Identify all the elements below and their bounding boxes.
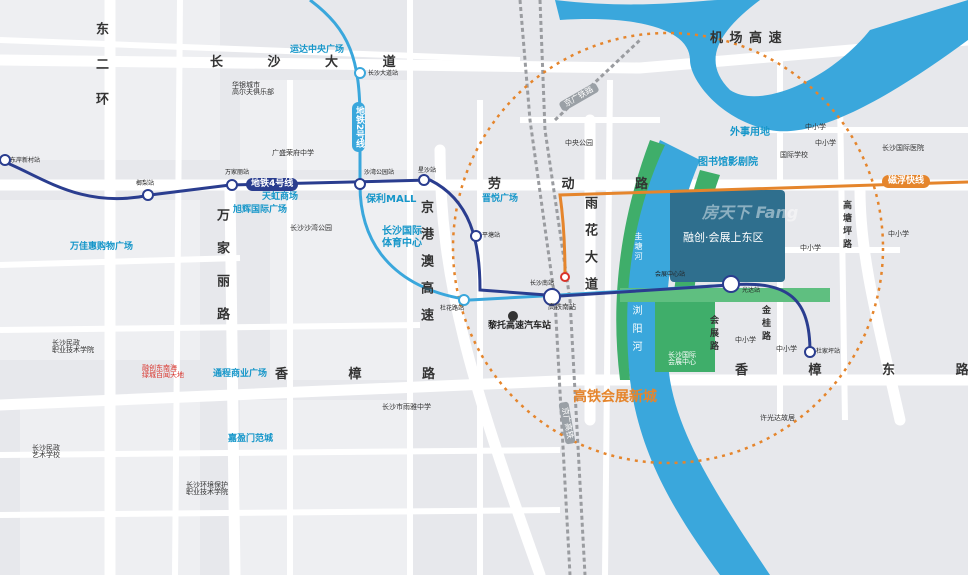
poi-xuhui: 旭辉国际广场 (233, 205, 288, 215)
poi-baoli: 保利MALL (366, 194, 417, 205)
district-rongchuang[interactable]: 融创·会展上东区 (683, 231, 764, 244)
road-label-gaotang: 高塘坪路 (841, 200, 851, 252)
station-marker[interactable] (418, 174, 430, 186)
poi-hualing: 华银城市 高尔夫俱乐部 (232, 81, 274, 96)
station-marker[interactable] (0, 154, 11, 166)
poi-jiaying: 嘉盈门范城 (228, 434, 274, 444)
poi-guoji-school: 国际学校 (780, 151, 808, 159)
station-marker[interactable] (354, 178, 366, 190)
station-label: 长沙南站 (530, 280, 555, 287)
station-marker[interactable] (354, 67, 366, 79)
poi-waishi: 外事用地 (730, 127, 770, 138)
poi-huizhan-center: 长沙国际 会展中心 (668, 351, 696, 366)
station-marker[interactable] (722, 275, 740, 293)
poi-school: 中小学 (815, 139, 836, 147)
poi-guangsheng: 广盛荣府中学 (272, 149, 314, 157)
station-label: 星沙站 (418, 167, 437, 174)
road-label-jinzhu: 金桂路 (760, 305, 770, 344)
poi-tianhong: 天虹商场 (262, 192, 299, 202)
station-marker[interactable] (226, 179, 238, 191)
station-label: 榔梨站 (136, 180, 155, 187)
bus-station-icon (508, 311, 518, 321)
watermark: 房天下 Fang (702, 203, 799, 222)
road-label-laodong: 劳 动 路 (488, 177, 677, 192)
poi-school: 中小学 (776, 345, 797, 353)
poi-gaotie: 高铁南站 (548, 303, 576, 311)
poi-tushuguan: 图书馆影剧院 (698, 157, 758, 168)
road-label-xiangzhang: 香 樟 路 (275, 367, 464, 382)
road-label-jichang: 机 场 高 速 (710, 31, 783, 46)
poi-changsha-guoji: 长沙国际医院 (882, 144, 924, 152)
road-label-xiangzhang-east: 香 樟 东 路 (735, 363, 968, 378)
road-label-jinggang: 京港澳高速 (418, 200, 433, 335)
poi-zhongyang: 中央公园 (565, 139, 593, 147)
station-label: 杜家坪站 (816, 348, 841, 355)
poi-minzheng: 长沙民政 艺术学校 (32, 444, 60, 459)
poi-sports: 长沙国际 体育中心 (382, 226, 422, 249)
station-label: 杜花路站 (440, 305, 465, 312)
river-label: 浏阳河 (630, 305, 641, 359)
poi-huanbao: 长沙环境保护 职业技术学院 (186, 481, 228, 496)
station-label: 光达站 (742, 287, 761, 294)
poi-yunda: 运达中央广场 (290, 45, 345, 55)
station-marker[interactable] (458, 294, 470, 306)
poi-wanjia: 万佳惠购物广场 (70, 242, 134, 252)
river-label-south: 圭塘河 (634, 232, 643, 262)
road-label-erhuan: 东二环 (93, 22, 108, 127)
poi-school: 中小学 (735, 336, 756, 344)
station-label: 沙湾公园站 (364, 169, 395, 176)
poi-nanya: 长沙市雨雅中学 (382, 403, 431, 411)
line2-tag: 地铁2号线 (352, 102, 365, 153)
station-label: 会展中心站 (655, 271, 686, 278)
station-marker[interactable] (142, 189, 154, 201)
newcity-label: 高铁会展新城 (573, 389, 657, 405)
poi-tongcheng: 通程商业广场 (213, 369, 268, 379)
poi-school: 中小学 (800, 244, 821, 252)
station-label: 平塘站 (482, 232, 501, 239)
poi-school: 中小学 (888, 230, 909, 238)
station-label: 万家丽站 (225, 169, 250, 176)
station-marker[interactable] (804, 346, 816, 358)
line4-tag: 地铁4号线 (246, 178, 299, 191)
maglev-tag: 磁浮快线 (882, 175, 931, 188)
poi-shawan-park: 长沙沙湾公园 (290, 224, 332, 232)
poi-xuguang: 许光达故居 (760, 414, 795, 422)
poi-lituo: 黎托高速汽车站 (488, 321, 552, 331)
road-label-huizhan: 会展路 (708, 315, 718, 354)
poi-school: 中小学 (805, 123, 826, 131)
road-label-wanjiali: 万家丽路 (214, 208, 229, 340)
station-label: 长沙大道站 (368, 70, 399, 77)
station-marker[interactable] (470, 230, 482, 242)
station-label: 东岸新村站 (10, 157, 41, 164)
road-label-changsha-ave: 长 沙 大 道 (210, 55, 416, 70)
poi-zhiye: 长沙民政 职业技术学院 (52, 339, 94, 354)
poi-xiyue: 晋悦广场 (482, 194, 519, 204)
poi-hongxing: 融创东南海 绿城百闻天地 (142, 364, 184, 379)
road-label-yuhua: 雨花大道 (582, 196, 597, 304)
station-marker[interactable] (543, 288, 561, 306)
